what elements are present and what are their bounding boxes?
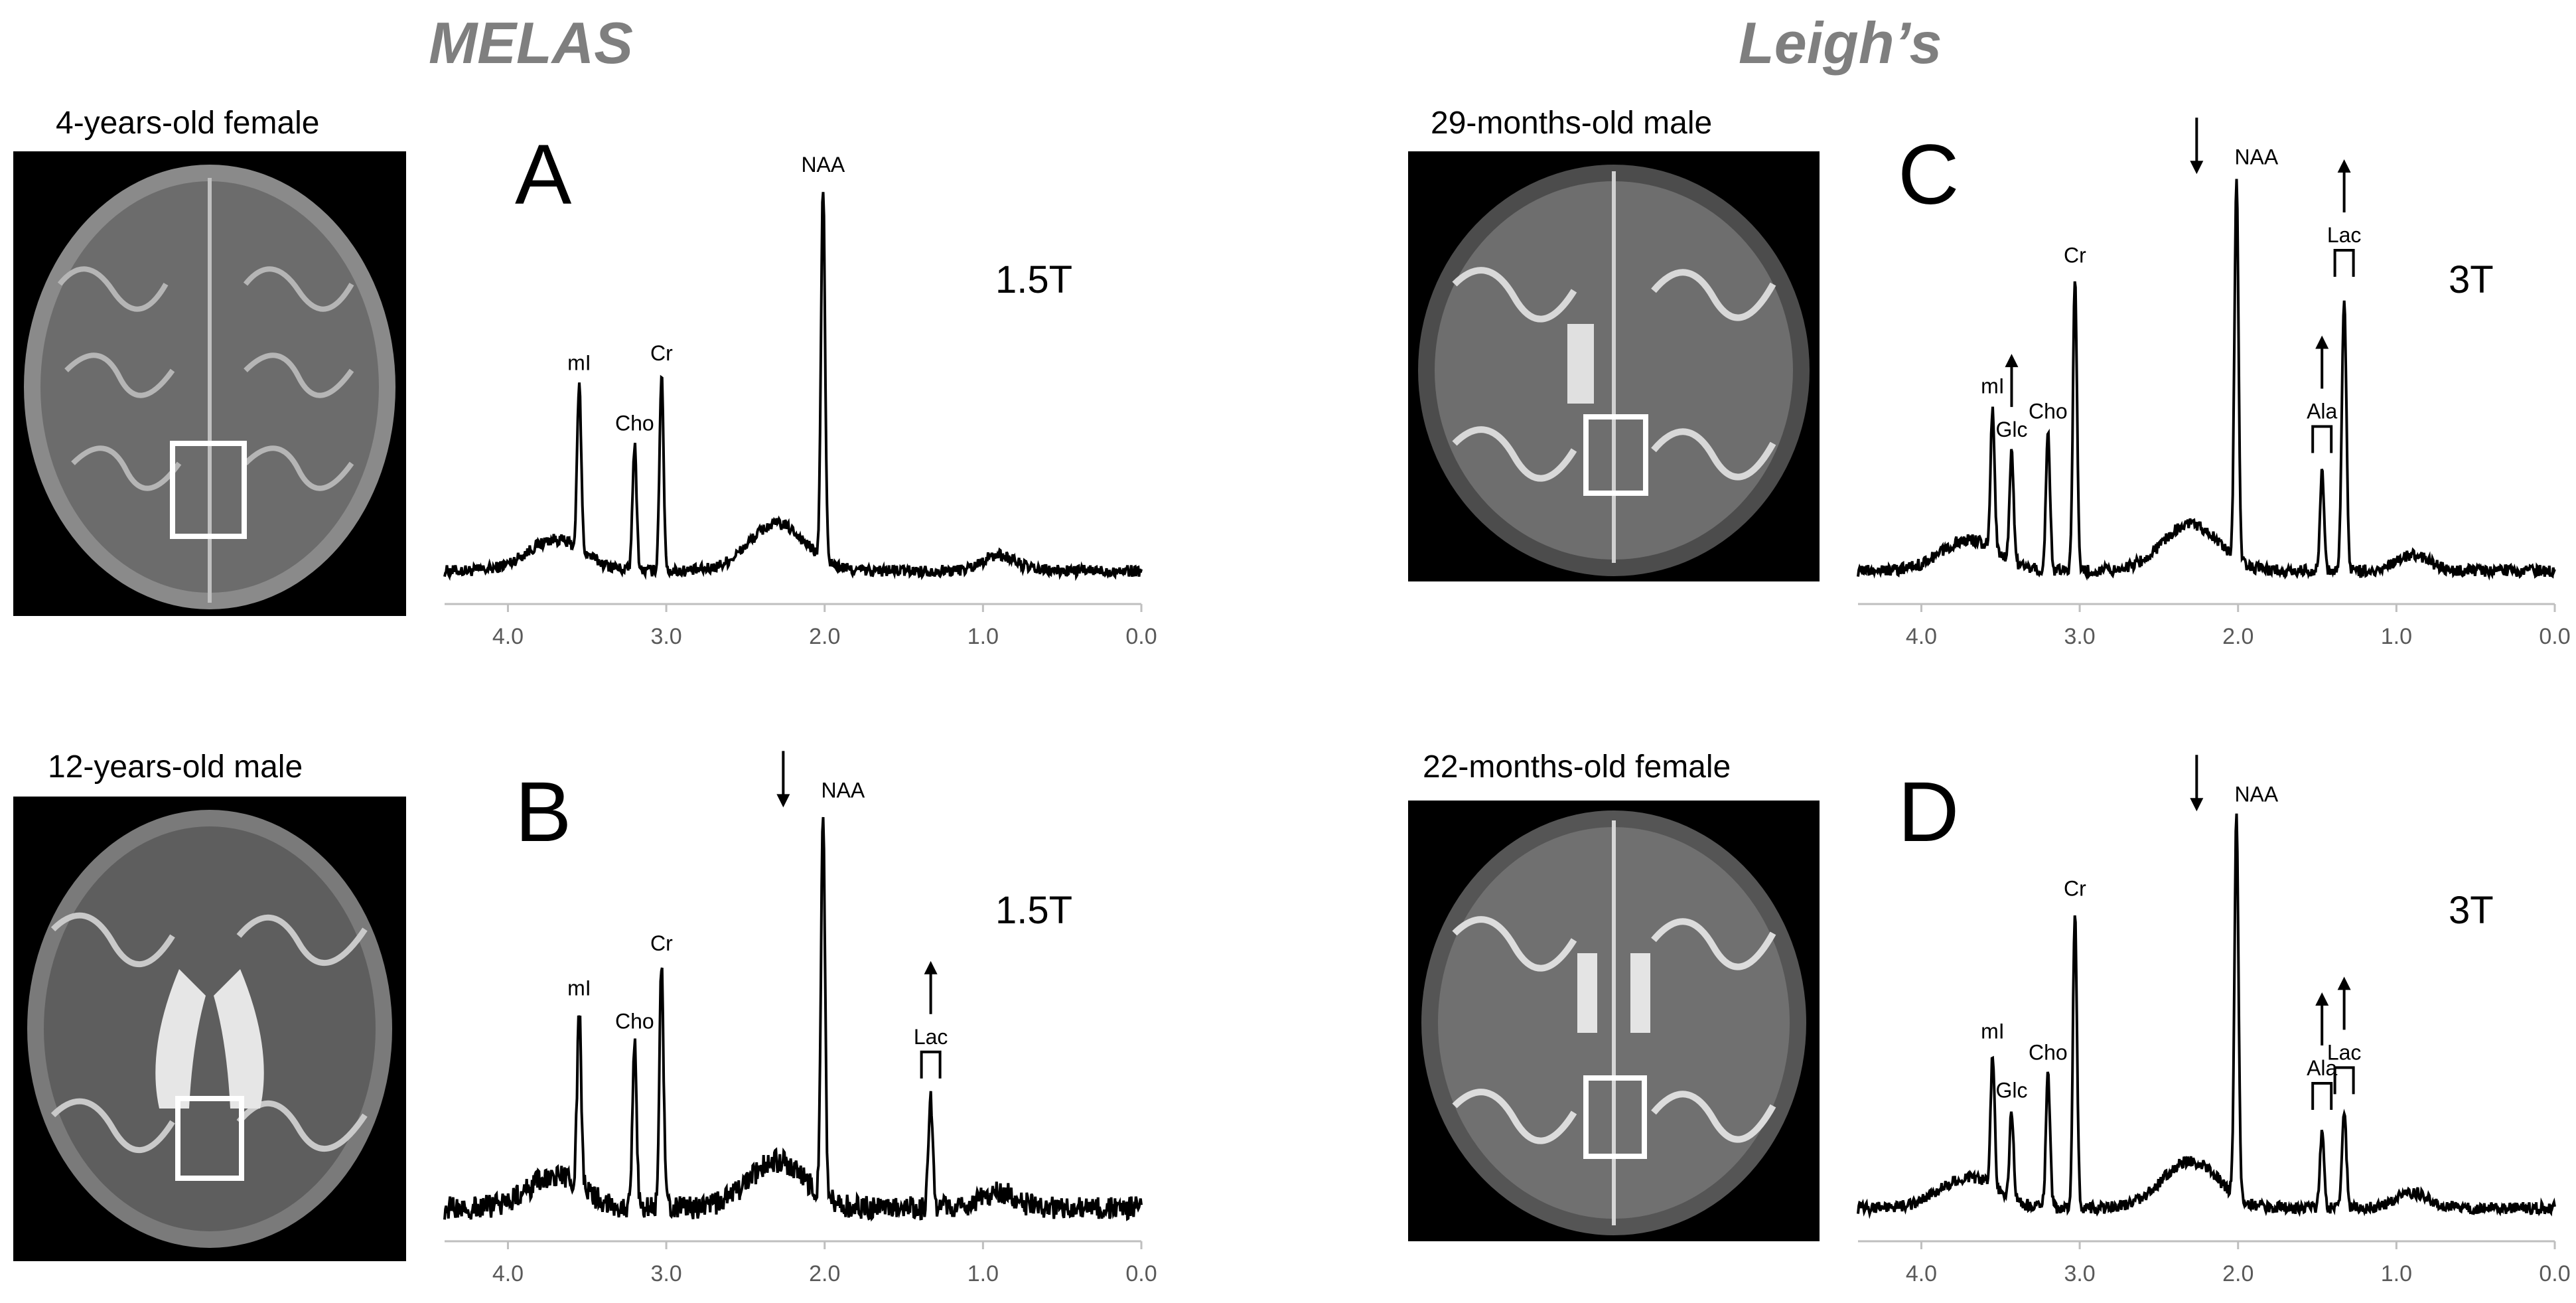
spectrum-chart-a: 4.0 3.0 2.0 1.0 0.0 mI Cho Cr NAA [443,153,1157,649]
peak-label: Glc [1995,418,2027,441]
x-tick-label: 2.0 [809,1261,840,1286]
panel-label-a: A [515,127,572,222]
peak-label: Cho [615,411,654,435]
peak-label: NAA [821,778,865,802]
up-arrow-head [2315,992,2329,1006]
peak-label: Cr [2064,877,2086,901]
peak-label: Ala [2307,399,2337,423]
spectrum-line [443,816,1143,1222]
x-tick-label: 3.0 [650,1261,681,1286]
x-tick-label: 2.0 [2222,1261,2254,1286]
spectrum-line [443,192,1143,581]
peak-label: Cho [2029,1041,2068,1065]
peak-label: Cho [615,1009,654,1033]
x-tick-label: 0.0 [2539,624,2570,649]
field-strength-c: 3T [2449,258,2494,301]
peak-label: NAA [2234,145,2278,169]
peak-label: mI [567,976,591,1000]
x-tick-label: 0.0 [2539,1261,2570,1286]
field-strength-b: 1.5T [995,889,1073,932]
x-tick-label: 4.0 [1906,624,1937,649]
x-tick-label: 4.0 [492,624,524,649]
field-strength-a: 1.5T [995,258,1073,301]
peak-bracket [2311,1081,2333,1110]
peak-label: mI [1981,1019,2005,1043]
up-arrow-head [2315,335,2329,349]
x-tick-label: 3.0 [650,624,681,649]
x-tick-label: 3.0 [2064,1261,2095,1286]
peak-label: Glc [1995,1078,2027,1102]
peak-bracket [2333,1066,2355,1095]
x-tick-label: 4.0 [492,1261,524,1286]
peak-label: Cr [650,341,673,365]
peak-label: mI [1981,374,2005,398]
peak-label: NAA [2234,782,2278,806]
patient-caption-d: 22-months-old female [1423,749,1731,785]
peak-bracket [2311,425,2333,453]
field-strength-d: 3T [2449,889,2494,932]
down-arrow-head [2190,798,2204,812]
patient-caption-b: 12-years-old male [48,749,303,785]
x-tick-label: 1.0 [2381,1261,2412,1286]
peak-label: Lac [914,1025,948,1049]
patient-caption-c: 29-months-old male [1431,106,1713,141]
x-tick-label: 1.0 [2381,624,2412,649]
up-arrow-head [2337,159,2351,173]
peak-bracket [920,1050,942,1079]
spectrum-line [1857,179,2556,581]
peak-label: NAA [801,153,845,177]
x-tick-label: 1.0 [967,1261,999,1286]
peak-label: Ala [2307,1056,2337,1080]
peak-bracket [2333,248,2355,277]
up-arrow-head [2337,976,2351,990]
panel-label-b: B [515,765,572,860]
x-tick-label: 2.0 [2222,624,2254,649]
x-tick-label: 1.0 [967,624,999,649]
patient-caption-a: 4-years-old female [56,106,320,141]
x-tick-label: 3.0 [2064,624,2095,649]
down-arrow-head [776,794,790,808]
mri-image-b [13,797,406,1261]
x-tick-label: 2.0 [809,624,840,649]
mri-image-d [1408,801,1820,1241]
peak-label: Lac [2327,223,2362,247]
mri-image-a [13,151,406,616]
peak-label: Cr [2064,243,2086,267]
spectrum-line [1857,813,2556,1219]
x-tick-label: 4.0 [1906,1261,1937,1286]
peak-label: Lac [2327,1040,2362,1064]
x-tick-label: 0.0 [1125,1261,1157,1286]
up-arrow-head [2005,354,2019,368]
peak-label: Cho [2029,400,2068,423]
panel-label-d: D [1898,765,1960,860]
melas-title: MELAS [429,10,633,76]
peak-label: Cr [650,931,673,955]
x-tick-label: 0.0 [1125,624,1157,649]
up-arrow-head [924,960,938,974]
leighs-title: Leigh’s [1739,10,1942,76]
spectrum-chart-b: 4.0 3.0 2.0 1.0 0.0 mI Cho Cr NAA Lac [443,751,1157,1286]
mri-image-c [1408,151,1820,581]
peak-label: mI [567,350,591,374]
panel-label-c: C [1898,127,1960,222]
down-arrow-head [2190,161,2204,175]
